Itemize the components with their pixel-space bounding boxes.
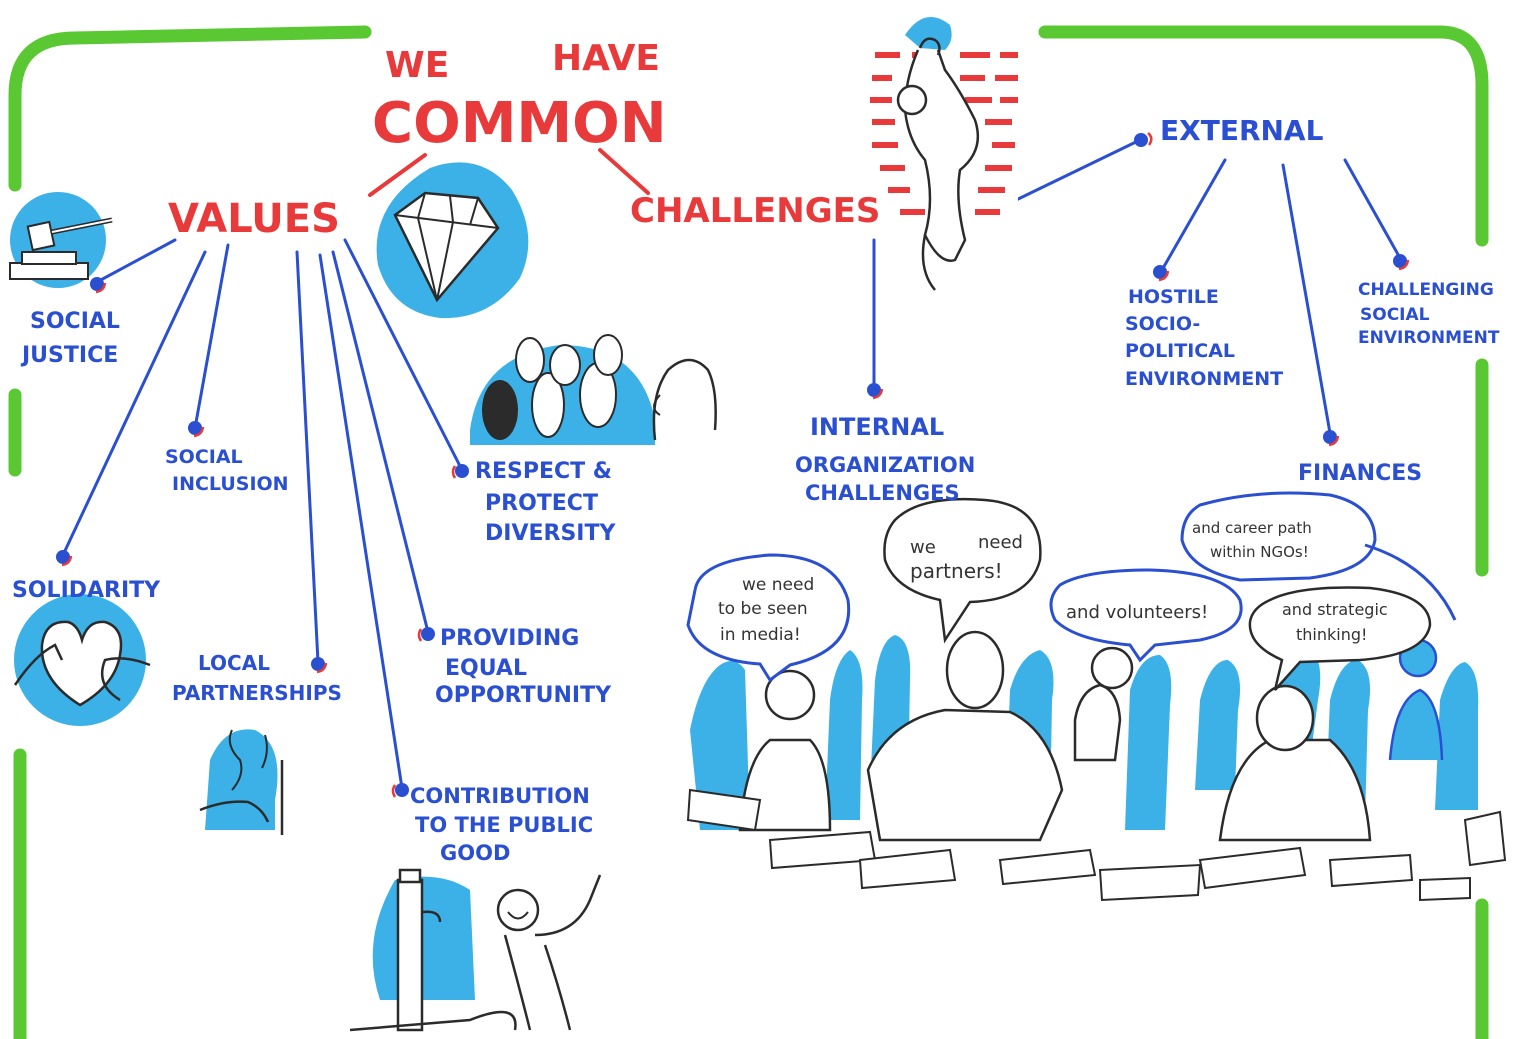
public-good-label-3: GOOD: [440, 841, 510, 865]
title-common: COMMON: [372, 91, 667, 156]
local-partnerships-label-2: PARTNERSHIPS: [172, 681, 342, 705]
title-we: WE: [385, 45, 449, 86]
birds-icon: [470, 334, 717, 445]
bullet-dots: [56, 132, 1410, 798]
external-label: EXTERNAL: [1160, 114, 1324, 147]
bullet-dot: [391, 783, 409, 798]
social-inclusion-label-1: SOCIAL: [165, 446, 243, 468]
speech-media-1: we need: [742, 575, 814, 595]
equal-opportunity-label-2: EQUAL: [445, 656, 527, 681]
speech-bubble-strategic: [1248, 586, 1432, 691]
speech-career-1: and career path: [1192, 519, 1312, 537]
speech-bubble-volunteers: [1049, 568, 1243, 663]
speech-strategic-2: thinking!: [1296, 625, 1367, 644]
hostile-label-3: POLITICAL: [1125, 340, 1235, 362]
connector-lines: [61, 138, 1402, 790]
internal-label-2: ORGANIZATION: [795, 453, 975, 477]
climber-wall-icon: [870, 17, 1018, 291]
title-have: HAVE: [552, 38, 660, 79]
bullet-dot: [90, 277, 107, 294]
public-good-label-2: TO THE PUBLIC: [415, 813, 593, 837]
bullet-dot: [867, 383, 884, 400]
hostile-label-4: ENVIRONMENT: [1125, 368, 1283, 390]
speech-media-3: in media!: [720, 625, 801, 645]
challenges-heading: CHALLENGES: [630, 191, 880, 231]
green-frame: [8, 25, 1489, 1039]
speech-partners-2: need: [978, 532, 1023, 553]
internal-label-3: CHALLENGES: [805, 481, 960, 505]
values-heading: VALUES: [168, 196, 340, 242]
bullet-dot: [188, 421, 205, 438]
local-partnerships-label-1: LOCAL: [198, 651, 270, 675]
speech-partners-3: partners!: [910, 559, 1003, 583]
bullet-dot: [1153, 265, 1170, 282]
social-environment-label-1: CHALLENGING: [1358, 280, 1494, 300]
gavel-icon: [9, 192, 113, 288]
speech-bubble-career: [1180, 491, 1457, 621]
bullet-dot: [417, 627, 435, 642]
respect-diversity-label-3: DIVERSITY: [485, 521, 616, 546]
equal-opportunity-label-3: OPPORTUNITY: [435, 683, 612, 708]
bullet-dot: [1323, 430, 1340, 447]
hostile-label-2: SOCIO-: [1125, 313, 1200, 335]
speech-media-2: to be seen: [718, 599, 808, 619]
social-environment-label-3: ENVIRONMENT: [1358, 328, 1500, 348]
social-environment-label-2: SOCIAL: [1360, 305, 1430, 325]
finances-label: FINANCES: [1298, 461, 1422, 486]
respect-diversity-label-2: PROTECT: [485, 491, 598, 516]
handshake-icon: [199, 729, 284, 835]
speech-bubble-partners: [883, 497, 1042, 644]
speech-volunteers: and volunteers!: [1066, 602, 1208, 623]
bullet-dot: [1134, 132, 1153, 147]
bullet-dot: [1393, 254, 1410, 271]
speech-career-2: within NGOs!: [1210, 543, 1309, 561]
social-inclusion-label-2: INCLUSION: [172, 473, 289, 495]
bullet-dot: [56, 550, 73, 567]
speech-partners-1: we: [910, 537, 936, 558]
public-good-label-1: CONTRIBUTION: [410, 784, 590, 808]
social-justice-label-1: SOCIAL: [30, 309, 120, 334]
water-tap-icon: [349, 868, 602, 1032]
red-connector-lines: [368, 148, 650, 197]
hostile-label-1: HOSTILE: [1128, 286, 1219, 308]
equal-opportunity-label-1: PROVIDING: [440, 626, 579, 651]
heart-hands-icon: [13, 594, 151, 726]
bullet-dot: [451, 464, 469, 479]
crowd-icon: [686, 630, 1507, 902]
respect-diversity-label-1: RESPECT &: [475, 459, 612, 484]
internal-label-1: INTERNAL: [810, 413, 944, 441]
bullet-dot: [311, 657, 328, 674]
solidarity-label: SOLIDARITY: [12, 578, 161, 603]
speech-strategic-1: and strategic: [1282, 600, 1388, 619]
speech-bubble-media: [686, 553, 851, 683]
diamond-icon: [376, 162, 529, 319]
social-justice-label-2: JUSTICE: [20, 343, 118, 368]
